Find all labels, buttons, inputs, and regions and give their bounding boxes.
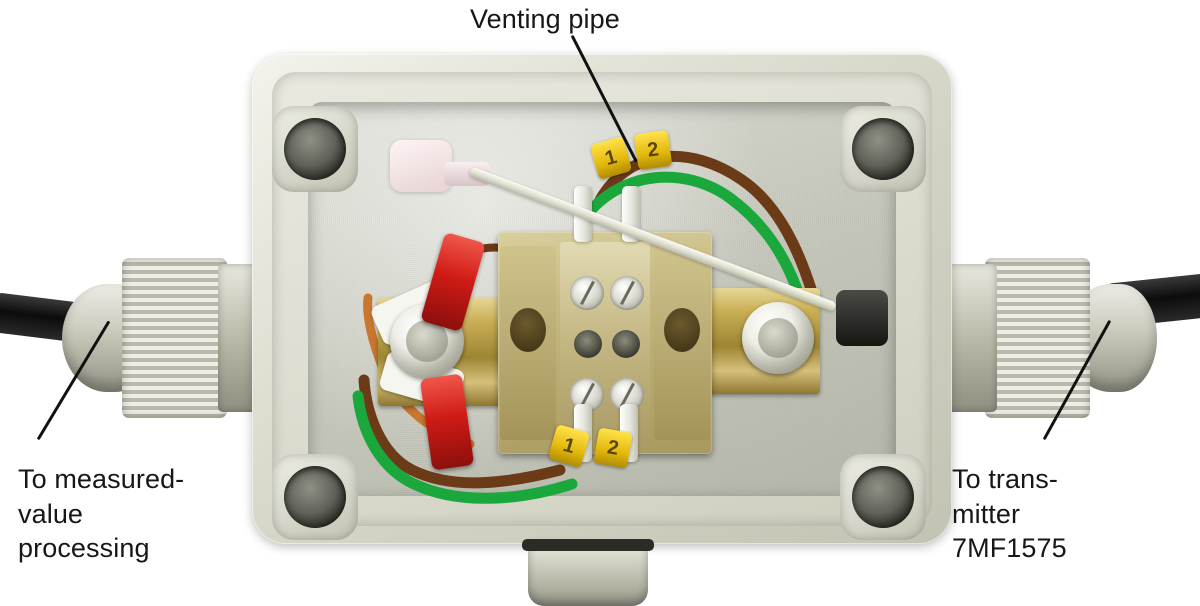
corner-screw-boss-bottom-right (840, 454, 926, 540)
screw-hole-icon (284, 118, 346, 180)
wire-marker-top-right: 2 (633, 129, 673, 171)
terminal-screw-1 (570, 276, 604, 310)
corner-screw-boss-top-right (840, 106, 926, 192)
terminal-screw-right (742, 302, 814, 374)
gland-knurled-nut (122, 258, 227, 418)
terminal-hole-2 (612, 330, 640, 358)
venting-pipe-connector (390, 140, 452, 192)
terminal-bore-right (664, 308, 700, 352)
wire-brown-bottom (358, 374, 566, 489)
screw-hole-icon (852, 466, 914, 528)
wire-brown-top (594, 150, 818, 298)
corner-screw-boss-bottom-left (272, 454, 358, 540)
terminal-wing-left (500, 246, 556, 440)
wire-marker-bottom-right: 2 (593, 427, 633, 469)
terminal-block (498, 232, 712, 454)
callout-left: To measured- value processing (18, 464, 185, 564)
terminal-wing-right (654, 246, 710, 440)
screw-hole-icon (284, 466, 346, 528)
wire-green-bottom (352, 390, 578, 504)
callout-venting-pipe: Venting pipe (470, 4, 620, 34)
corner-screw-boss-top-left (272, 106, 358, 192)
callout-right: To trans- mitter 7MF1575 (952, 464, 1067, 564)
product-photo: 1 2 1 2 (0, 40, 1200, 606)
cable-jacket-right (836, 290, 888, 346)
terminal-bore-left (510, 308, 546, 352)
drain-vent-fitting (522, 539, 654, 606)
terminal-screw-2 (610, 276, 644, 310)
screw-hole-icon (852, 118, 914, 180)
terminal-hole-1 (574, 330, 602, 358)
gland-knurled-nut (985, 258, 1090, 418)
